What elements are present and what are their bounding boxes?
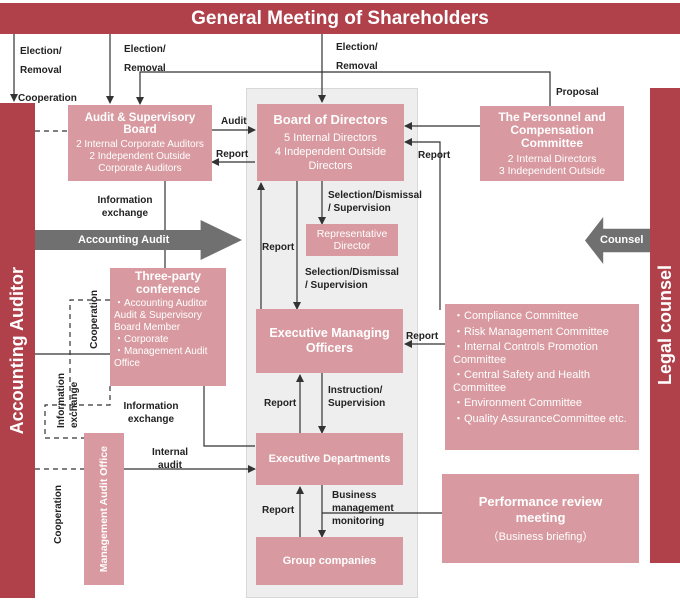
committee-item-3: ・Internal Controls Promotion Committee <box>453 341 598 366</box>
three-party-item-3: ・Corporate <box>114 334 169 345</box>
performance-title: Performance review meeting <box>478 493 603 525</box>
accounting-auditor-bar: Accounting Auditor <box>0 103 35 598</box>
exec-officers-label: Executive Managing Officers <box>269 326 390 355</box>
label-report-board: Report <box>262 242 295 253</box>
mgmt-audit-office-label: Management Audit Office <box>98 445 110 573</box>
board-box: Board of Directors 5 Internal Directors … <box>257 104 404 181</box>
group-companies-label: Group companies <box>282 555 377 567</box>
label-report-audit: Report <box>216 149 249 160</box>
committee-item-2: ・Risk Management Committee <box>453 325 609 338</box>
label-report-committees: Report <box>406 331 439 342</box>
line-proposal <box>136 71 551 106</box>
personnel-box: The Personnel and Compensation Committee… <box>480 106 624 181</box>
three-party-item-4: ・Management Audit Office <box>114 346 208 369</box>
label-election-removal-1: Election/ Removal <box>20 46 62 76</box>
performance-sub: （Business briefing） <box>487 530 594 543</box>
mgmt-audit-office-box: Management Audit Office <box>84 433 124 585</box>
exec-departments-label: Executive Departments <box>268 453 391 465</box>
personnel-title: The Personnel and Compensation Committee <box>498 109 606 150</box>
shareholders-banner: General Meeting of Shareholders <box>0 3 680 34</box>
exec-officers-box: Executive Managing Officers <box>256 309 403 373</box>
three-party-item-2: Audit & Supervisory Board Member <box>114 310 202 333</box>
label-cooperation-side: Cooperation <box>89 290 100 349</box>
group-companies-box: Group companies <box>256 537 403 585</box>
label-cooperation-bottom: Cooperation <box>53 485 64 544</box>
committee-item-1: ・Compliance Committee <box>453 310 579 322</box>
label-business-mgmt: Business management monitoring <box>332 490 394 527</box>
label-election-removal-3: Election/ Removal <box>336 42 378 72</box>
label-report-group: Report <box>262 505 295 516</box>
label-info-exchange-3: Information exchange <box>123 401 179 425</box>
board-title: Board of Directors <box>273 112 388 127</box>
three-party-title: Three-party conference <box>134 269 202 296</box>
label-report-personnel: Report <box>418 150 451 161</box>
label-audit: Audit <box>221 116 247 127</box>
board-line2: 4 Independent Outside Directors <box>274 146 387 172</box>
committees-box: ・Compliance Committee ・Risk Management C… <box>445 304 639 450</box>
committee-item-4: ・Central Safety and Health Committee <box>453 369 590 394</box>
label-election-removal-2: Election/ Removal <box>124 44 166 74</box>
accounting-auditor-label: Accounting Auditor <box>7 266 27 435</box>
label-instruction: Instruction/ Supervision <box>328 385 386 409</box>
rep-director-box: Representative Director <box>306 224 398 256</box>
label-proposal: Proposal <box>556 87 599 98</box>
audit-board-line1: 2 Internal Corporate Auditors <box>76 138 204 150</box>
line-info-exchange-3 <box>203 386 255 447</box>
audit-board-title: Audit & Supervisory Board <box>84 111 196 136</box>
rep-director-label: Representative Director <box>316 228 388 252</box>
committee-item-6: ・Quality AssuranceCommittee etc. <box>453 412 627 425</box>
committee-item-5: ・Environment Committee <box>453 397 582 409</box>
label-report-exec: Report <box>264 398 297 409</box>
personnel-line1: 2 Internal Directors <box>507 152 597 165</box>
shareholders-title: General Meeting of Shareholders <box>191 7 489 29</box>
performance-box: Performance review meeting （Business bri… <box>442 474 639 563</box>
dash-info-exchange <box>44 386 111 439</box>
board-line1: 5 Internal Directors <box>284 132 377 144</box>
three-party-item-1: ・Accounting Auditor <box>114 298 208 309</box>
accounting-audit-label: Accounting Audit <box>78 234 170 246</box>
label-info-exchange-2: Information exchange <box>56 373 80 428</box>
legal-counsel-label: Legal counsel <box>654 265 675 386</box>
label-internal-audit: Internal audit <box>151 447 189 471</box>
label-selection-1: Selection/Dismissal / Supervision <box>328 190 422 214</box>
personnel-line2: 3 Independent Outside <box>498 164 606 177</box>
audit-board-box: Audit & Supervisory Board 2 Internal Cor… <box>68 105 212 181</box>
label-info-exchange-1: Information exchange <box>97 195 153 219</box>
label-selection-2: Selection/Dismissal / Supervision <box>305 267 399 291</box>
three-party-box: Three-party conference ・Accounting Audit… <box>110 268 226 386</box>
audit-board-line2: 2 Independent Outside Corporate Auditors <box>89 150 191 174</box>
exec-departments-box: Executive Departments <box>256 433 403 485</box>
legal-counsel-bar: Legal counsel <box>650 88 680 563</box>
line-report-personnel <box>404 138 441 310</box>
counsel-label: Counsel <box>600 234 644 246</box>
label-cooperation-top: Cooperation <box>18 93 77 104</box>
dash-cooperation-side <box>69 299 110 415</box>
